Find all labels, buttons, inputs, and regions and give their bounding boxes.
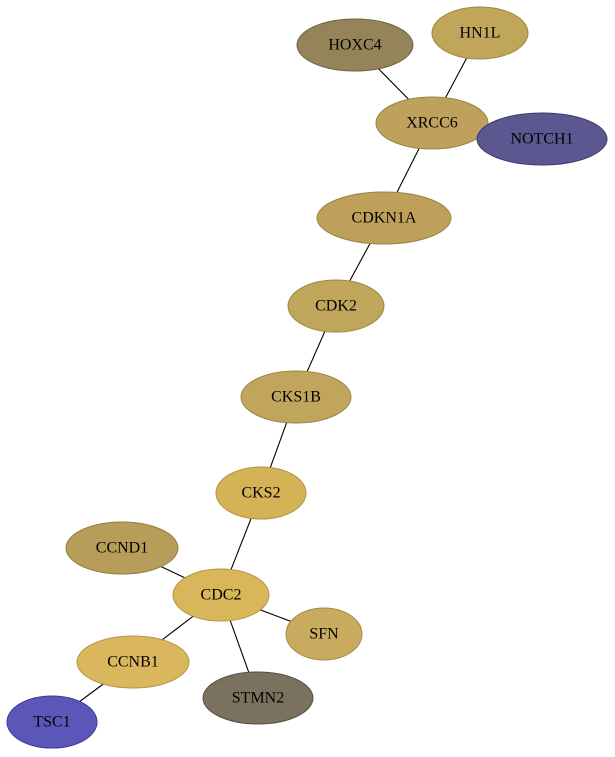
node-ellipse xyxy=(76,635,190,689)
node-label: CKS2 xyxy=(241,485,280,502)
node-ellipse xyxy=(287,279,385,333)
node-ellipse xyxy=(375,96,489,150)
edge-hn1l-xrcc6 xyxy=(445,57,468,99)
node-ellipse xyxy=(431,6,529,60)
node-notch1[interactable]: NOTCH1 xyxy=(476,112,608,166)
node-label: CCNB1 xyxy=(107,654,159,671)
node-cdkn1a[interactable]: CDKN1A xyxy=(316,191,452,245)
edge-cdc2-sfn xyxy=(260,609,291,622)
node-ellipse xyxy=(6,695,98,749)
node-sfn[interactable]: SFN xyxy=(285,607,363,661)
node-label: CDKN1A xyxy=(352,210,417,227)
edges-layer xyxy=(79,57,468,702)
edge-cdk2-cks1b xyxy=(306,331,326,372)
node-xrcc6[interactable]: XRCC6 xyxy=(375,96,489,150)
node-ellipse xyxy=(285,607,363,661)
edge-cks2-cdc2 xyxy=(230,518,252,570)
node-ellipse xyxy=(65,521,179,575)
node-label: CCND1 xyxy=(96,540,148,557)
node-ellipse xyxy=(215,466,307,520)
node-label: HOXC4 xyxy=(328,37,381,54)
node-tsc1[interactable]: TSC1 xyxy=(6,695,98,749)
node-ccnd1[interactable]: CCND1 xyxy=(65,521,179,575)
edge-xrcc6-cdkn1a xyxy=(396,148,420,193)
node-ellipse xyxy=(202,671,314,725)
edge-cdkn1a-cdk2 xyxy=(349,243,371,282)
node-cdc2[interactable]: CDC2 xyxy=(172,568,270,622)
node-label: HN1L xyxy=(460,25,501,42)
node-cdk2[interactable]: CDK2 xyxy=(287,279,385,333)
node-hoxc4[interactable]: HOXC4 xyxy=(296,18,414,72)
node-label: STMN2 xyxy=(232,690,284,707)
edge-cdc2-stmn2 xyxy=(229,620,250,673)
node-ellipse xyxy=(172,568,270,622)
edge-cks1b-cks2 xyxy=(269,422,288,468)
edge-ccnd1-cdc2 xyxy=(160,566,186,579)
node-ellipse xyxy=(296,18,414,72)
node-label: NOTCH1 xyxy=(510,131,573,148)
node-hn1l[interactable]: HN1L xyxy=(431,6,529,60)
node-ccnb1[interactable]: CCNB1 xyxy=(76,635,190,689)
node-cks1b[interactable]: CKS1B xyxy=(240,370,352,424)
edge-ccnb1-tsc1 xyxy=(79,683,104,702)
node-label: CKS1B xyxy=(271,389,321,406)
edge-hoxc4-xrcc6 xyxy=(378,68,410,100)
node-label: XRCC6 xyxy=(406,115,458,132)
edge-cdc2-ccnb1 xyxy=(161,615,194,641)
node-stmn2[interactable]: STMN2 xyxy=(202,671,314,725)
node-label: SFN xyxy=(309,626,339,643)
node-ellipse xyxy=(316,191,452,245)
node-ellipse xyxy=(240,370,352,424)
node-label: TSC1 xyxy=(33,714,70,731)
node-ellipse xyxy=(476,112,608,166)
node-label: CDK2 xyxy=(315,298,357,315)
node-label: CDC2 xyxy=(201,587,242,604)
node-cks2[interactable]: CKS2 xyxy=(215,466,307,520)
